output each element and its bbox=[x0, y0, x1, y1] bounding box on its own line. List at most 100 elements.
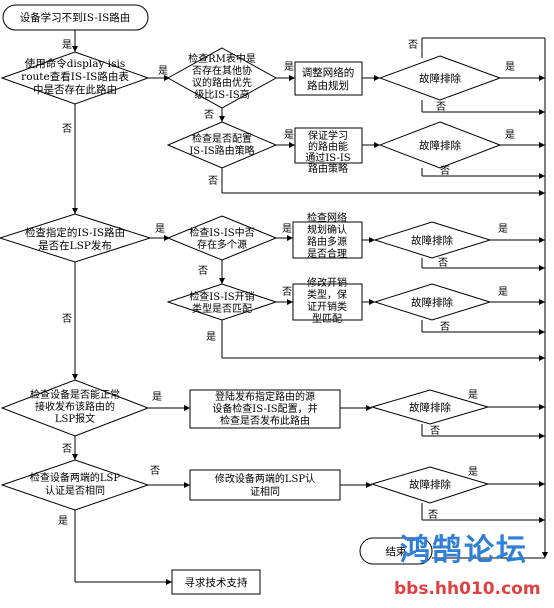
yes-label: 是 bbox=[284, 129, 294, 141]
watermark-url: bbs.hh010.com bbox=[394, 579, 541, 599]
start-node bbox=[2, 4, 149, 31]
start-label: 设备学习不到IS-IS路由 bbox=[20, 11, 131, 24]
decision-route-policy bbox=[166, 121, 278, 169]
decision-receive-lsp bbox=[0, 379, 150, 437]
d2b-line-1: 检查IS-IS开销 bbox=[189, 290, 254, 303]
p2b-line-2: 类型，保 bbox=[307, 288, 347, 301]
p3-line-3: 检查是否发布此路由 bbox=[220, 414, 310, 427]
d3-line-3: LSP报文 bbox=[55, 412, 95, 425]
p2a-line-1: 检查网络 bbox=[307, 211, 347, 224]
no-label: 否 bbox=[440, 165, 450, 177]
p4-line-2: 证相同 bbox=[250, 485, 280, 498]
no-label: 否 bbox=[438, 257, 448, 269]
no-label: 否 bbox=[62, 443, 72, 455]
p2b-line-4: 型匹配 bbox=[312, 312, 342, 325]
no-label: 否 bbox=[282, 286, 292, 298]
no-label: 否 bbox=[62, 313, 72, 325]
d3-line-1: 检查设备是否能正常 bbox=[30, 388, 120, 401]
p2b-line-3: 证开销类 bbox=[307, 300, 347, 313]
no-label: 否 bbox=[150, 465, 160, 477]
yes-label: 是 bbox=[62, 39, 72, 51]
process-auth bbox=[189, 469, 341, 501]
process-cost-type bbox=[292, 283, 363, 321]
d1-line-2: route查看IS-IS路由表 bbox=[21, 70, 129, 83]
yes-label: 是 bbox=[284, 61, 294, 73]
yes-label: 是 bbox=[468, 389, 478, 401]
d1b-line-1: 检查是否配置 bbox=[192, 132, 252, 145]
no-label: 否 bbox=[208, 175, 218, 187]
process-login-source bbox=[189, 389, 341, 429]
yes-label: 是 bbox=[505, 129, 515, 141]
no-label: 否 bbox=[430, 425, 440, 437]
d2-line-1: 检查指定的IS-IS路由 bbox=[25, 226, 125, 239]
d1a-line-3: 议的路由优先 bbox=[192, 76, 252, 89]
no-label: 否 bbox=[198, 265, 208, 277]
main-connectors bbox=[72, 30, 380, 585]
d2b-line-2: 类型是否匹配 bbox=[192, 302, 252, 315]
d4-line-2: 认证是否相同 bbox=[45, 484, 105, 497]
decision-lsp-auth bbox=[0, 459, 150, 511]
yes-label: 是 bbox=[152, 391, 162, 403]
f3-label: 故障排除 bbox=[409, 401, 451, 414]
p1b-line-2: 的路由能 bbox=[308, 140, 348, 153]
yes-label: 是 bbox=[282, 223, 292, 235]
d1b-line-2: IS-IS路由策略 bbox=[189, 144, 254, 157]
p1a-line-2: 路由规划 bbox=[307, 79, 349, 92]
p2a-line-3: 路由多源 bbox=[307, 235, 347, 248]
end-label: 结束 bbox=[386, 545, 407, 558]
no-label: 否 bbox=[440, 321, 450, 333]
yes-label: 是 bbox=[155, 223, 165, 235]
decision-fixed-4 bbox=[370, 466, 490, 504]
no-label: 否 bbox=[62, 123, 72, 135]
d2a-line-2: 存在多个源 bbox=[197, 238, 247, 251]
f4-label: 故障排除 bbox=[409, 478, 451, 491]
branch-labels: 是 是 是 否 是 否 否 否 是 是 否 否 是 是 是 否 否 否 是 否 … bbox=[58, 39, 515, 527]
p1b-line-1: 保证学习 bbox=[308, 129, 348, 142]
d3-line-2: 接收发布该路由的 bbox=[35, 400, 115, 413]
p1b-line-4: 路由策略 bbox=[308, 162, 348, 175]
p2a-line-2: 规划确认 bbox=[307, 223, 347, 236]
d2-line-2: 是否在LSP发布 bbox=[38, 239, 112, 252]
d4-line-1: 检查设备两端的LSP bbox=[30, 471, 120, 484]
p1a-line-1: 调整网络的 bbox=[302, 66, 355, 79]
decision-lsp-publish bbox=[0, 213, 152, 263]
right-return-lines bbox=[221, 37, 548, 559]
d1a-line-1: 检查RM表中是 bbox=[188, 52, 256, 65]
decision-multi-source bbox=[166, 215, 278, 261]
tech-support-label: 寻求技术支持 bbox=[185, 576, 248, 589]
p2a-line-4: 是否合理 bbox=[307, 247, 347, 260]
decision-route-table bbox=[0, 51, 150, 105]
p3-line-1: 登陆发布指定路由的源 bbox=[215, 390, 315, 403]
yes-label: 是 bbox=[468, 466, 478, 478]
decision-fixed-2a bbox=[373, 221, 492, 259]
no-label: 否 bbox=[204, 109, 214, 121]
yes-label: 是 bbox=[58, 515, 68, 527]
end-node bbox=[359, 537, 433, 565]
p3-line-2: 设备检查IS-IS配置，并 bbox=[212, 402, 317, 415]
p2b-line-1: 修改开销 bbox=[307, 276, 347, 289]
d2a-line-1: 检查IS-IS中否 bbox=[189, 226, 254, 239]
decision-rm-priority bbox=[166, 47, 278, 109]
d1a-line-2: 否存在其他协 bbox=[192, 64, 252, 77]
f2a-label: 故障排除 bbox=[411, 234, 453, 247]
yes-label: 是 bbox=[498, 223, 508, 235]
decision-fixed-1a bbox=[378, 55, 502, 101]
d1-line-3: 中是否存在此路由 bbox=[33, 83, 117, 96]
d1-line-1: 使用命令display isis bbox=[25, 57, 126, 70]
f1a-label: 故障排除 bbox=[419, 72, 461, 85]
decision-cost-type bbox=[166, 283, 278, 321]
process-policy bbox=[294, 127, 363, 164]
yes-label: 是 bbox=[498, 286, 508, 298]
yes-label: 是 bbox=[158, 65, 168, 77]
process-tech-support bbox=[171, 569, 261, 595]
watermark: 鸿鹄论坛 bbs.hh010.com bbox=[394, 533, 541, 599]
f1b-label: 故障排除 bbox=[419, 139, 461, 152]
p1b-line-3: 通过IS-IS bbox=[305, 151, 350, 164]
no-label: 否 bbox=[428, 509, 438, 521]
no-label: 否 bbox=[436, 101, 446, 113]
decision-fixed-2b bbox=[373, 283, 492, 321]
decision-fixed-1b bbox=[378, 121, 502, 169]
f2b-label: 故障排除 bbox=[411, 296, 453, 309]
